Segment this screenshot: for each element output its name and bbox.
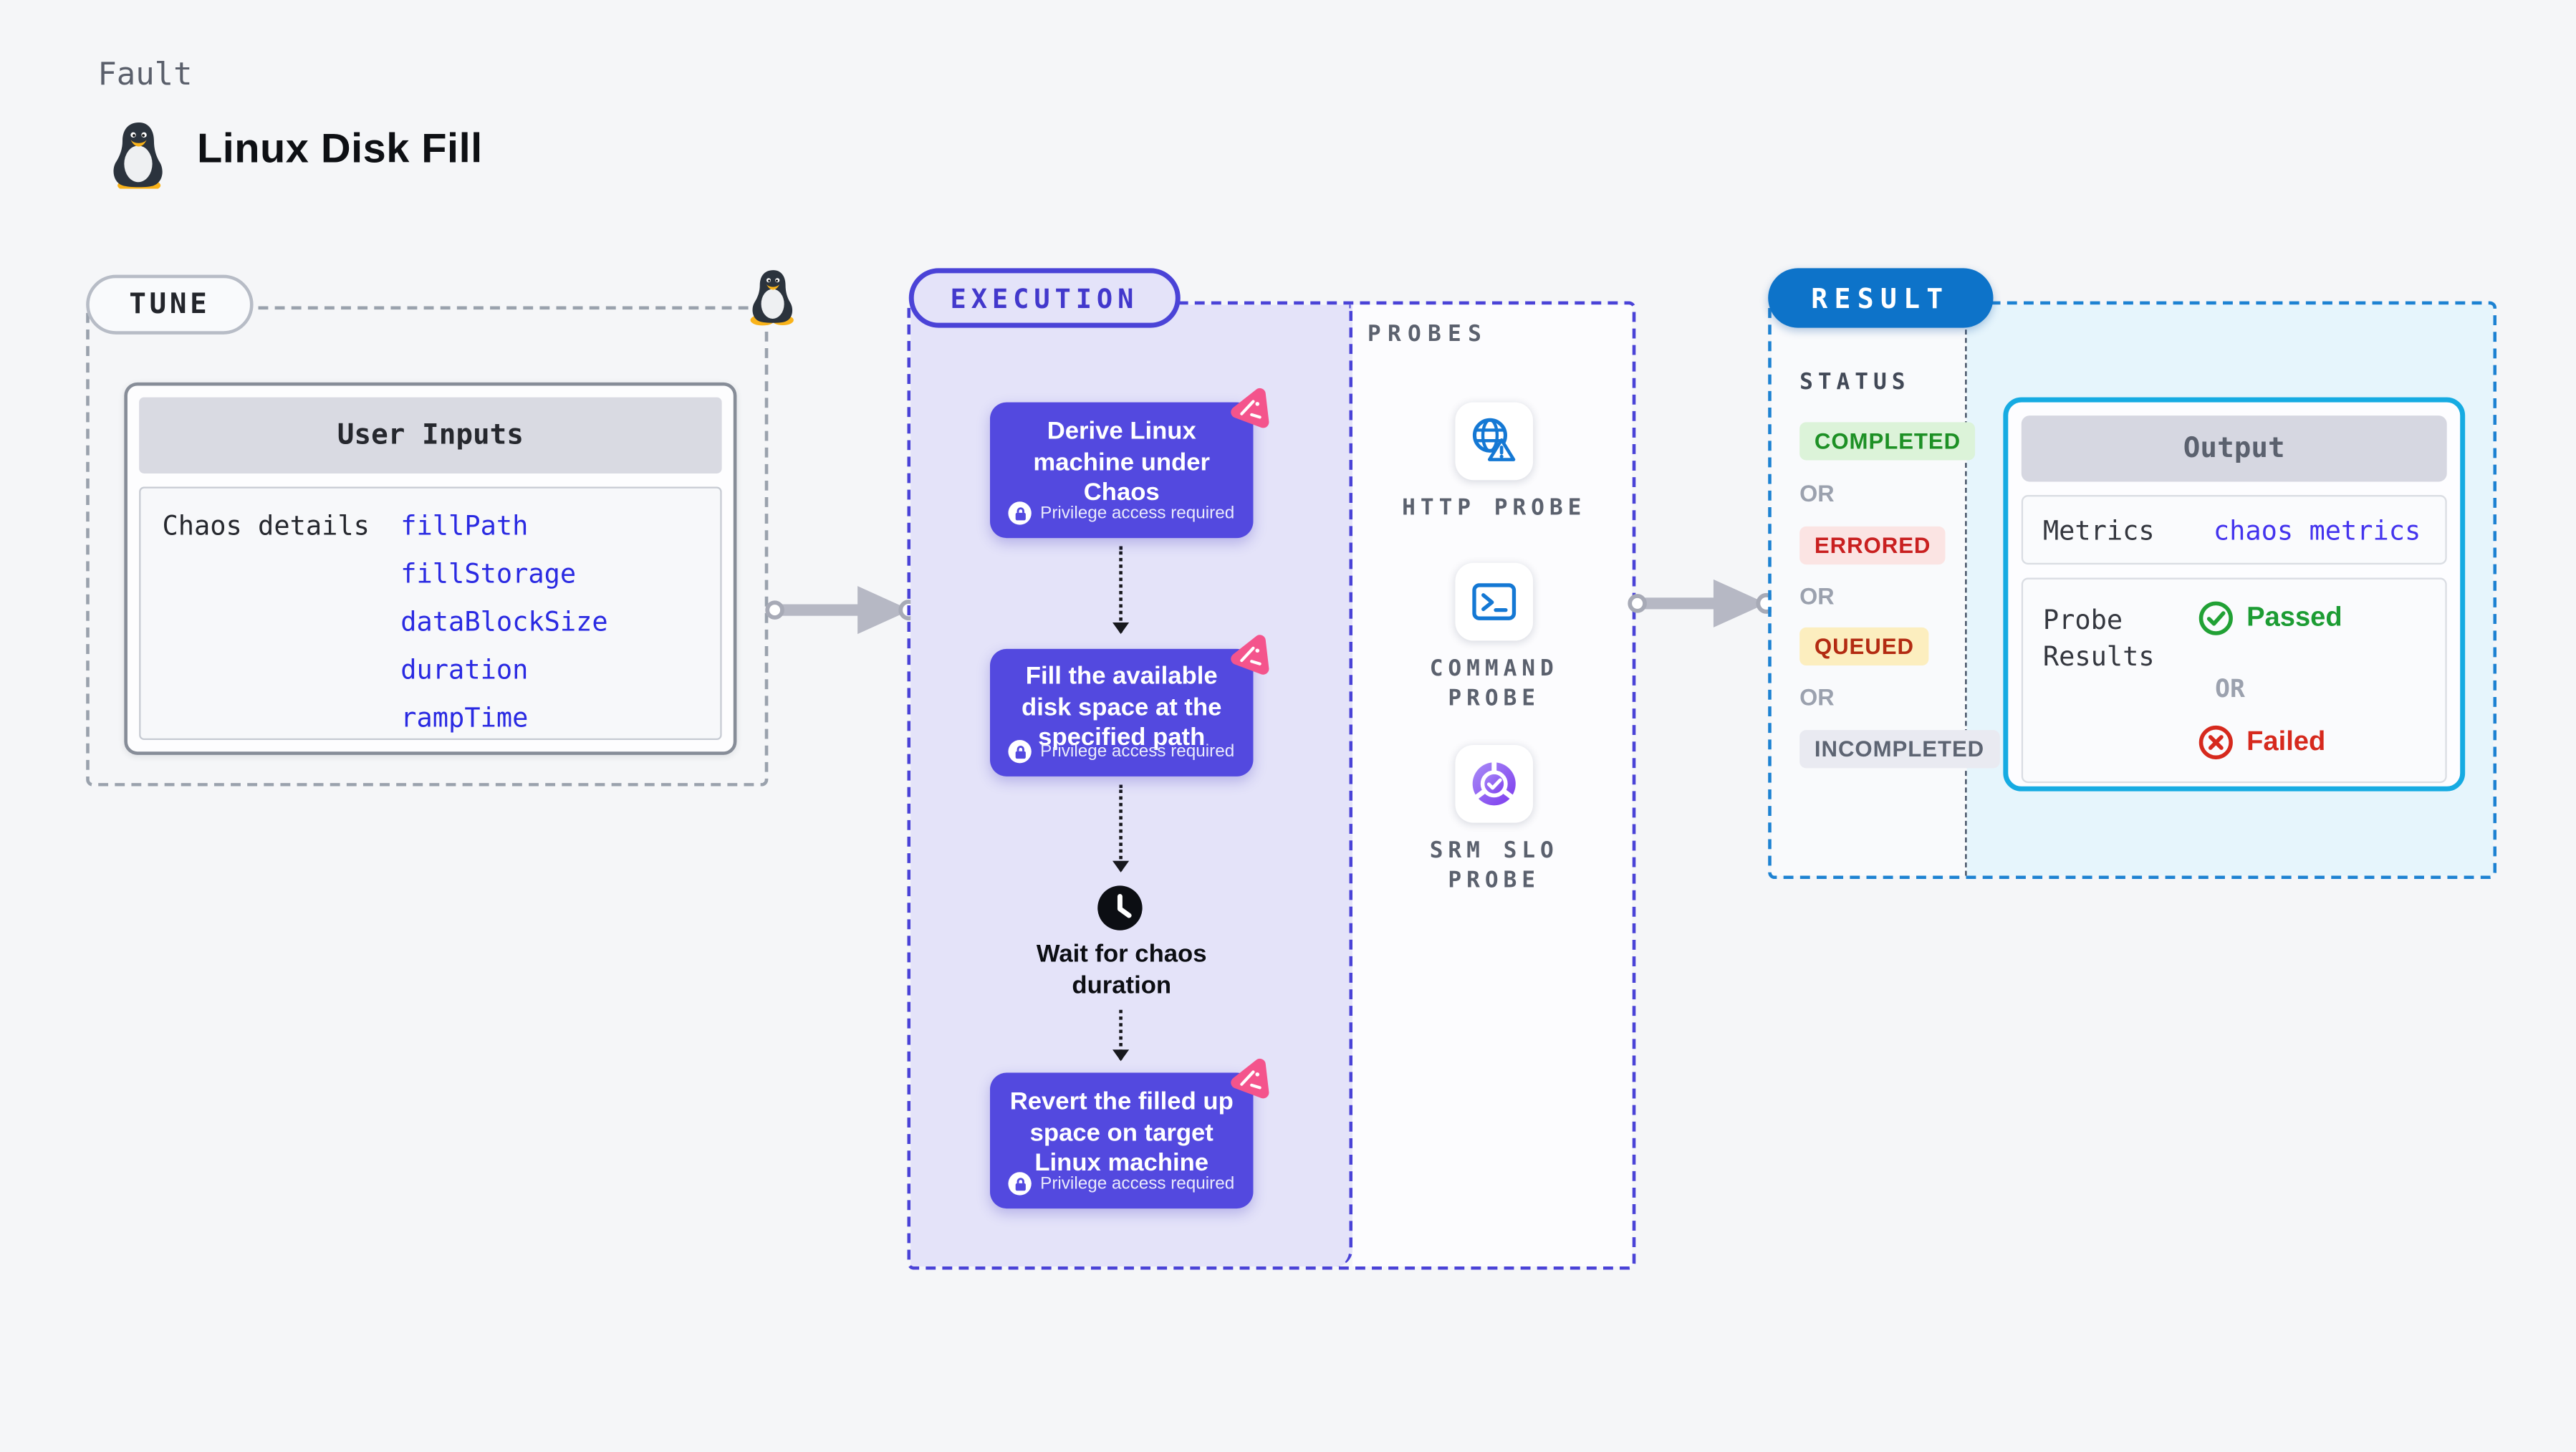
- input-rampTime: rampTime: [400, 701, 529, 734]
- input-dataBlockSize: dataBlockSize: [400, 605, 608, 638]
- flow-connector: [1112, 1009, 1130, 1062]
- input-duration: duration: [400, 653, 529, 686]
- privilege-note: Privilege access required: [1040, 503, 1235, 524]
- input-fillPath: fillPath: [400, 509, 529, 542]
- execution-badge: EXECUTION: [908, 268, 1181, 328]
- user-inputs-body: Chaos details fillPath fillStorage dataB…: [139, 486, 722, 741]
- flow-connector: [1112, 546, 1130, 635]
- chaos-litmus-badge-icon: [1231, 388, 1269, 428]
- chaos-litmus-badge-icon: [1231, 1058, 1269, 1099]
- clock-icon: [1097, 885, 1143, 931]
- srm-slo-probe-card[interactable]: [1455, 744, 1534, 823]
- tune-section-box: [86, 306, 769, 787]
- step-title: Derive Linux machine under Chaos: [1033, 417, 1211, 507]
- failed-verdict: Failed: [2198, 725, 2325, 760]
- output-header: Output: [2021, 415, 2447, 482]
- http-probe-label: HTTP PROBE: [1402, 495, 1587, 521]
- command-probe-card[interactable]: [1455, 562, 1534, 641]
- flow-connector: [1112, 784, 1130, 872]
- or-label: OR: [1799, 582, 1835, 610]
- status-chip-queued: QUEUED: [1799, 627, 1929, 666]
- probes-heading: PROBES: [1367, 321, 1489, 348]
- status-chip-incompleted: INCOMPLETED: [1799, 730, 1999, 769]
- tux-penguin-corner-icon: [750, 270, 794, 326]
- http-probe-card[interactable]: [1455, 402, 1534, 481]
- or-label: OR: [1799, 683, 1835, 711]
- command-probe-label: COMMAND PROBE: [1429, 655, 1559, 711]
- arrow-execution-to-result-icon: [1628, 579, 1777, 628]
- input-fillStorage: fillStorage: [400, 557, 577, 590]
- status-chip-errored: ERRORED: [1799, 526, 1946, 565]
- passed-verdict: Passed: [2198, 601, 2342, 636]
- failed-label: Failed: [2246, 726, 2326, 757]
- user-inputs-header: User Inputs: [139, 397, 722, 473]
- step-derive-machine[interactable]: Derive Linux machine under Chaos Privile…: [990, 388, 1269, 539]
- or-label: OR: [2215, 673, 2245, 704]
- tux-penguin-icon: [113, 122, 163, 189]
- lock-icon: [1009, 501, 1032, 525]
- status-chip-completed: COMPLETED: [1799, 422, 1976, 461]
- user-inputs-card: User Inputs Chaos details fillPath fillS…: [124, 382, 737, 755]
- status-heading: STATUS: [1799, 369, 1911, 396]
- probe-results-label: Probe Results: [2042, 604, 2155, 673]
- metrics-label: Metrics: [2042, 514, 2155, 547]
- metrics-row: Metrics chaos metrics: [2021, 495, 2447, 565]
- step-title: Fill the available disk space at the spe…: [1022, 662, 1222, 752]
- chaos-metrics-link[interactable]: chaos metrics: [2213, 514, 2421, 547]
- privilege-note: Privilege access required: [1040, 741, 1235, 762]
- tune-badge: TUNE: [86, 274, 254, 335]
- arrow-tune-to-execution-icon: [765, 586, 919, 635]
- lock-icon: [1009, 740, 1032, 764]
- step-fill-disk[interactable]: Fill the available disk space at the spe…: [990, 635, 1269, 777]
- srm-slo-probe-label: SRM SLO PROBE: [1429, 837, 1559, 893]
- step-revert-space[interactable]: Revert the filled up space on target Lin…: [990, 1058, 1269, 1209]
- globe-alert-icon: [1472, 418, 1516, 461]
- wait-duration-label: Wait for chaos duration: [1036, 940, 1207, 1000]
- step-title: Revert the filled up space on target Lin…: [1009, 1087, 1234, 1178]
- page-title: Linux Disk Fill: [197, 125, 483, 173]
- or-label: OR: [1799, 480, 1835, 507]
- passed-label: Passed: [2246, 602, 2342, 633]
- probe-results-row: Probe Results Passed OR Failed: [2021, 577, 2447, 784]
- check-circle-icon: [2198, 601, 2233, 635]
- privilege-note: Privilege access required: [1040, 1173, 1235, 1194]
- slo-gauge-icon: [1472, 760, 1516, 806]
- chaos-litmus-badge-icon: [1231, 635, 1269, 675]
- lock-icon: [1009, 1172, 1032, 1196]
- output-card: Output Metrics chaos metrics Probe Resul…: [2003, 397, 2466, 792]
- status-panel: [1771, 304, 1967, 876]
- fault-eyebrow: Fault: [97, 56, 193, 93]
- chaos-details-label: Chaos details: [162, 509, 370, 542]
- terminal-icon: [1472, 583, 1517, 620]
- x-circle-icon: [2198, 725, 2233, 760]
- result-badge: RESULT: [1768, 268, 1993, 328]
